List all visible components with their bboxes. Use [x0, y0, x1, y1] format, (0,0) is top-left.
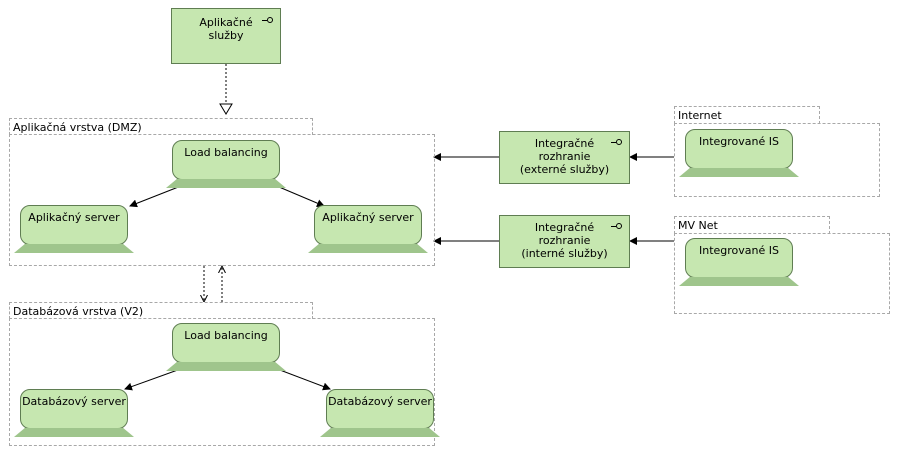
db-server-right-label: Databázový server	[328, 395, 432, 408]
internet-integrated-is-label: Integrované IS	[698, 135, 779, 148]
app-layer-group[interactable]	[9, 134, 435, 266]
db-load-balancer-node[interactable]: Load balancing	[166, 323, 286, 371]
app-services-label-line1: Aplikačné	[199, 16, 253, 29]
db-layer-group[interactable]	[9, 318, 435, 446]
app-services-box[interactable]: Aplikačné služby	[171, 8, 281, 64]
ext-integration-interface-box[interactable]: Integračné rozhranie (externé služby)	[499, 131, 630, 184]
mvnet-group[interactable]	[674, 233, 890, 314]
mvnet-group-title: MV Net	[678, 219, 718, 232]
mvnet-integrated-is-label: Integrované IS	[698, 244, 779, 257]
app-server-left-node[interactable]: Aplikačný server	[14, 205, 134, 253]
int-interface-line3: (interné služby)	[521, 247, 608, 260]
int-integration-interface-box[interactable]: Integračné rozhranie (interné služby)	[499, 215, 630, 268]
int-interface-line2: rozhranie	[538, 234, 591, 247]
db-layer-title: Databázová vrstva (V2)	[13, 305, 144, 318]
ext-interface-line3: (externé služby)	[519, 163, 610, 176]
app-server-right-label: Aplikačný server	[322, 211, 414, 224]
app-server-right-node[interactable]: Aplikačný server	[308, 205, 428, 253]
ext-interface-line2: rozhranie	[538, 150, 591, 163]
db-server-right-node[interactable]: Databázový server	[320, 389, 440, 437]
internet-integrated-is-node[interactable]: Integrované IS	[679, 129, 799, 177]
app-server-left-label: Aplikačný server	[28, 211, 120, 224]
db-layer-tab[interactable]: Databázová vrstva (V2)	[9, 302, 313, 319]
db-server-left-label: Databázový server	[22, 395, 126, 408]
interface-icon	[262, 16, 274, 24]
interface-icon	[611, 138, 623, 146]
app-load-balancer-node[interactable]: Load balancing	[166, 140, 286, 188]
interface-icon	[611, 222, 623, 230]
mvnet-integrated-is-node[interactable]: Integrované IS	[679, 238, 799, 286]
app-layer-title: Aplikačná vrstva (DMZ)	[13, 121, 142, 134]
app-load-balancer-label: Load balancing	[184, 146, 268, 159]
internet-group-tab[interactable]: Internet	[674, 106, 820, 124]
internet-group-title: Internet	[678, 109, 722, 122]
realization-arrowhead	[219, 103, 233, 115]
int-interface-line1: Integračné	[534, 221, 595, 234]
db-load-balancer-label: Load balancing	[184, 329, 268, 342]
db-server-left-node[interactable]: Databázový server	[14, 389, 134, 437]
mvnet-group-tab[interactable]: MV Net	[674, 216, 830, 234]
app-layer-tab[interactable]: Aplikačná vrstva (DMZ)	[9, 118, 313, 135]
internet-group[interactable]	[674, 123, 880, 197]
app-services-label-line2: služby	[208, 29, 244, 42]
ext-interface-line1: Integračné	[534, 137, 595, 150]
